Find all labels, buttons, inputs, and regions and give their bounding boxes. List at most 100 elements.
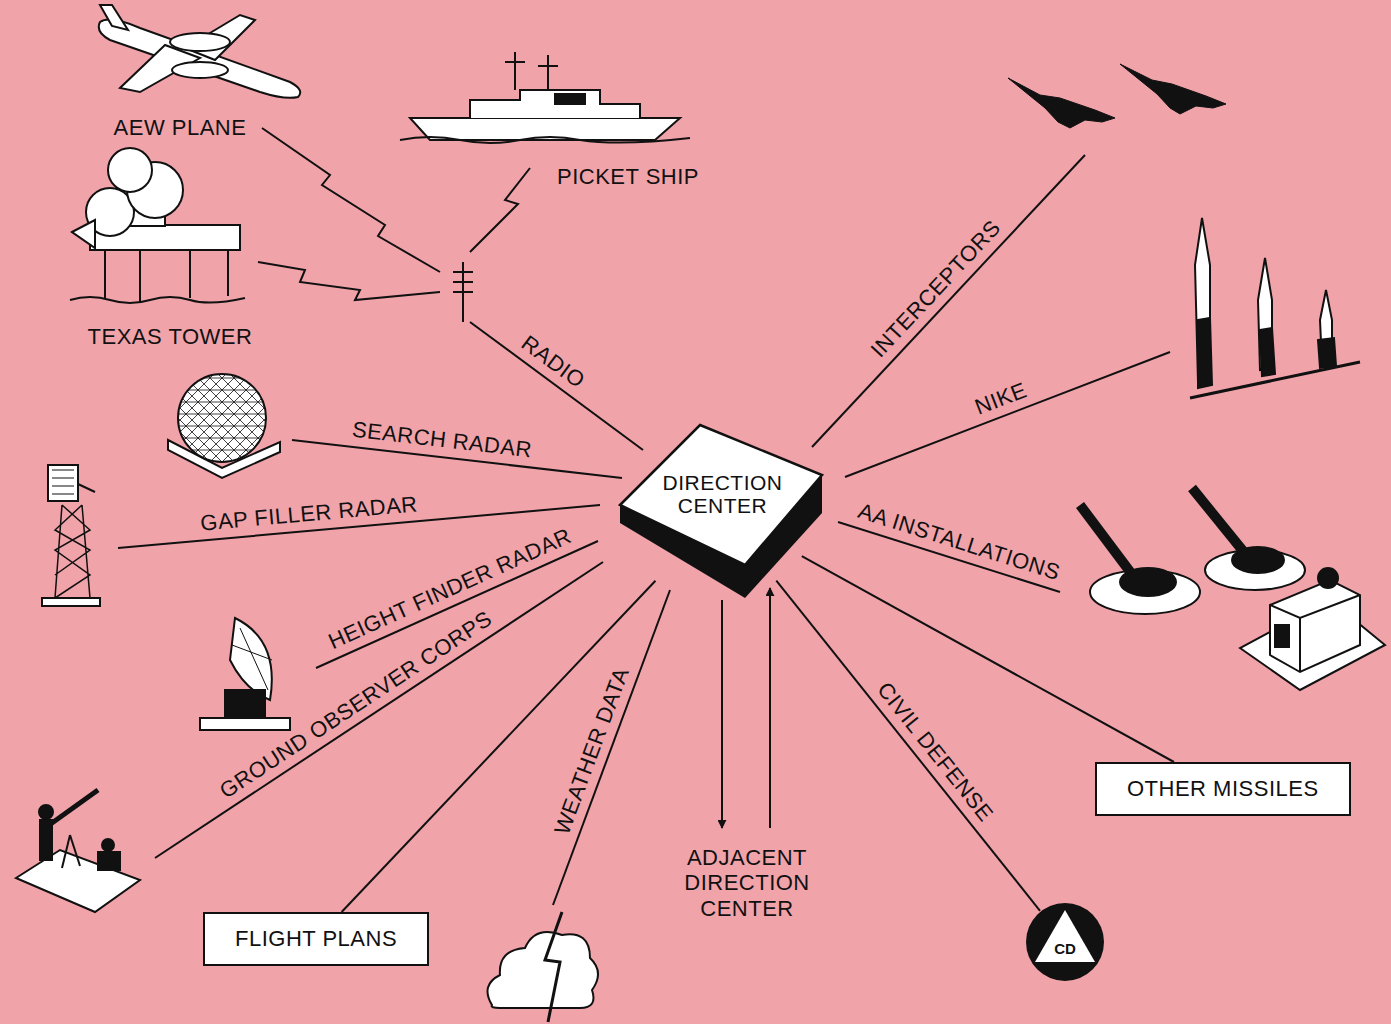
height-finder-radar — [232, 628, 272, 690]
search-radar-dome — [178, 374, 266, 462]
leader-line — [553, 590, 670, 905]
search-radar-dome — [168, 374, 280, 478]
emblem-triangle — [1035, 910, 1095, 962]
leader-line — [812, 155, 1085, 447]
line-label: SEARCH RADAR — [348, 419, 536, 462]
picket-ship — [555, 94, 585, 104]
ground-observers — [70, 835, 80, 866]
connector — [802, 556, 1174, 762]
picket-ship — [538, 65, 558, 67]
antenna-symbol — [453, 271, 473, 273]
connector-label: CIVIL DEFENSE — [871, 676, 999, 828]
item-label: TEXAS TOWER — [85, 326, 256, 348]
item-label: PICKET SHIP — [554, 166, 702, 188]
emblem-disc — [1026, 903, 1104, 981]
nike-missiles — [1318, 338, 1336, 368]
leader-line — [845, 352, 1170, 477]
exchange-arrow — [769, 588, 771, 828]
texas-tower — [70, 297, 245, 303]
gap-filler-tower — [48, 465, 78, 501]
leader-line — [155, 562, 603, 858]
zigzag-signal — [262, 128, 440, 272]
interceptor-jets — [1008, 78, 1115, 128]
line-label: AA INSTALLATIONS — [852, 499, 1065, 585]
line-label: WEATHER DATA — [550, 662, 634, 840]
texas-tower — [70, 148, 245, 303]
aa-installations — [1275, 625, 1289, 647]
leader-line — [470, 322, 643, 450]
label-box: FLIGHT PLANS — [203, 912, 429, 966]
texas-tower — [227, 250, 229, 296]
exchange-arrow — [721, 600, 723, 828]
gap-filler-tower — [42, 598, 100, 606]
zigzag-signal — [258, 128, 530, 300]
nike-missiles — [1198, 318, 1212, 388]
civil-defense-emblem: CD — [1025, 902, 1105, 982]
antenna-symbol — [453, 262, 473, 322]
connector — [342, 581, 656, 912]
picket-ship — [400, 52, 690, 143]
aa-installations — [1318, 568, 1338, 588]
node-text: CD — [1054, 940, 1076, 957]
height-finder-radar — [200, 718, 290, 730]
aew-plane — [99, 20, 300, 98]
weather-cloud — [488, 932, 599, 1008]
texas-tower — [189, 250, 191, 298]
aa-installations — [1270, 580, 1360, 672]
label-box: OTHER MISSILES — [1095, 762, 1351, 816]
ground-observers — [62, 835, 70, 868]
height-finder-radar — [225, 690, 265, 718]
node-text: FLIGHT PLANS — [235, 926, 397, 952]
center-block: DIRECTION CENTER — [620, 425, 822, 598]
picket-ship — [400, 137, 690, 143]
aa-installations — [1270, 595, 1360, 672]
ground-observers — [98, 852, 120, 870]
nike-missiles — [1260, 328, 1275, 376]
gap-filler-tower — [78, 484, 95, 492]
aa-installations — [1232, 547, 1284, 573]
texas-tower — [104, 250, 106, 298]
height-finder-radar — [200, 618, 290, 730]
connector — [776, 581, 1040, 911]
aew-plane — [172, 62, 228, 78]
line-label: NIKE — [970, 378, 1033, 420]
antenna-symbol — [453, 281, 473, 283]
interceptor-jets — [1008, 64, 1226, 128]
gap-filler-tower — [55, 505, 90, 598]
block-top — [620, 425, 822, 565]
aew-plane — [170, 33, 230, 51]
leader-lines — [118, 155, 1170, 905]
nike-missiles — [1190, 218, 1360, 398]
line-label: RADIO — [515, 330, 591, 394]
ground-observers — [102, 839, 114, 851]
line-label: INTERCEPTORS — [865, 215, 1007, 364]
weather-cloud — [488, 912, 599, 1022]
antenna-symbol — [453, 291, 473, 293]
aa-installations — [1120, 568, 1176, 596]
picket-ship — [547, 55, 549, 90]
ground-observers — [16, 790, 140, 912]
gap-filler-tower — [42, 465, 100, 606]
ground-observers — [40, 820, 52, 860]
node-text: DIRECTION CENTER — [640, 471, 805, 517]
aa-installations — [1080, 488, 1385, 690]
zigzag-signal — [470, 168, 530, 252]
texas-tower — [139, 250, 141, 302]
picket-ship — [505, 61, 525, 63]
texas-tower — [108, 148, 152, 192]
aew-plane — [100, 5, 128, 30]
texas-tower — [72, 220, 95, 248]
node-text: OTHER MISSILES — [1127, 776, 1319, 802]
gap-filler-tower — [52, 470, 74, 494]
interceptor-jets — [1120, 64, 1226, 114]
weather-cloud — [545, 912, 562, 1022]
line-label: GAP FILLER RADAR — [197, 493, 422, 535]
picket-ship — [514, 52, 516, 90]
height-finder-radar — [230, 618, 272, 700]
ground-observers — [39, 805, 53, 819]
item-label: AEW PLANE — [111, 117, 250, 139]
zigzag-signal — [258, 262, 440, 300]
aew-plane — [99, 5, 300, 98]
picket-ship — [470, 90, 640, 118]
item-label: ADJACENT DIRECTION CENTER — [669, 845, 825, 921]
